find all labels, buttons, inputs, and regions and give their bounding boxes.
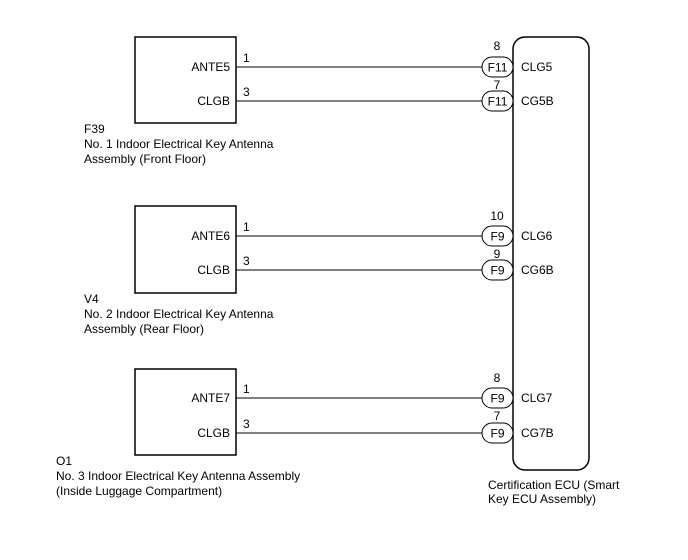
ecu-pin-number: 7: [494, 409, 501, 423]
antenna-box: [134, 205, 237, 294]
connector-capsule: [481, 225, 514, 247]
antenna-box: [134, 368, 237, 456]
ecu-terminal-label: CG7B: [521, 426, 554, 440]
wire-clgb: CLGB 3 7 F9 CG7B: [197, 409, 554, 444]
antenna-assembly-o1: O1 No. 3 Indoor Electrical Key Antenna A…: [56, 368, 554, 498]
connector-code: F9: [490, 427, 504, 441]
connector-capsule: [481, 422, 514, 444]
terminal-label: CLGB: [197, 94, 230, 108]
ecu-terminal-label: CLG7: [521, 391, 553, 405]
ecu-terminal-label: CLG5: [521, 60, 553, 74]
wire-clgb: CLGB 3 7 F11 CG5B: [197, 78, 554, 112]
ecu-pin-number: 9: [494, 247, 501, 261]
connector-capsule: [481, 56, 514, 78]
connector-code: F9: [490, 264, 504, 278]
antenna-name-line1: No. 1 Indoor Electrical Key Antenna: [84, 137, 274, 151]
terminal-label: ANTE7: [191, 391, 230, 405]
wire-ante6: ANTE6 1 10 F9 CLG6: [191, 209, 553, 247]
ecu-terminal-label: CG5B: [521, 94, 554, 108]
connector-code: F9: [490, 392, 504, 406]
antenna-code: O1: [56, 454, 72, 468]
pin-number: 1: [243, 382, 250, 396]
antenna-name-line2: Assembly (Rear Floor): [84, 322, 204, 336]
pin-number: 3: [243, 254, 250, 268]
wire-ante7: ANTE7 1 8 F9 CLG7: [191, 371, 553, 409]
pin-number: 1: [243, 220, 250, 234]
ecu-pin-number: 7: [494, 78, 501, 92]
ecu-terminal-label: CLG6: [521, 229, 553, 243]
terminal-label: CLGB: [197, 263, 230, 277]
connector-capsule: [481, 259, 514, 281]
connector-capsule: [481, 387, 514, 409]
terminal-label: ANTE6: [191, 229, 230, 243]
connector-capsule: [481, 90, 514, 112]
ecu-pin-number: 8: [494, 39, 501, 53]
connector-code: F9: [490, 230, 504, 244]
antenna-assembly-v4: V4 No. 2 Indoor Electrical Key Antenna A…: [84, 205, 554, 336]
antenna-name-line1: No. 3 Indoor Electrical Key Antenna Asse…: [56, 469, 300, 483]
ecu-caption-line1: Certification ECU (Smart: [488, 478, 620, 492]
terminal-label: CLGB: [197, 426, 230, 440]
pin-number: 3: [243, 417, 250, 431]
antenna-code: V4: [84, 292, 99, 306]
pin-number: 1: [243, 51, 250, 65]
antenna-name-line2: (Inside Luggage Compartment): [56, 484, 222, 498]
ecu-pin-number: 8: [494, 371, 501, 385]
ecu-terminal-label: CG6B: [521, 263, 554, 277]
wire-clgb: CLGB 3 9 F9 CG6B: [197, 247, 554, 281]
ecu-pin-number: 10: [490, 209, 504, 223]
ecu-caption-line2: Key ECU Assembly): [488, 492, 596, 506]
wire-ante5: ANTE5 1 8 F11 CLG5: [191, 39, 553, 78]
antenna-name-line2: Assembly (Front Floor): [84, 152, 206, 166]
certification-ecu-box: [512, 36, 590, 471]
connector-code: F11: [488, 95, 508, 109]
connector-code: F11: [488, 61, 508, 75]
antenna-box: [134, 36, 237, 124]
antenna-name-line1: No. 2 Indoor Electrical Key Antenna: [84, 307, 274, 321]
pin-number: 3: [243, 85, 250, 99]
terminal-label: ANTE5: [191, 60, 230, 74]
antenna-assembly-f39: F39 No. 1 Indoor Electrical Key Antenna …: [84, 36, 554, 166]
antenna-code: F39: [84, 122, 105, 136]
